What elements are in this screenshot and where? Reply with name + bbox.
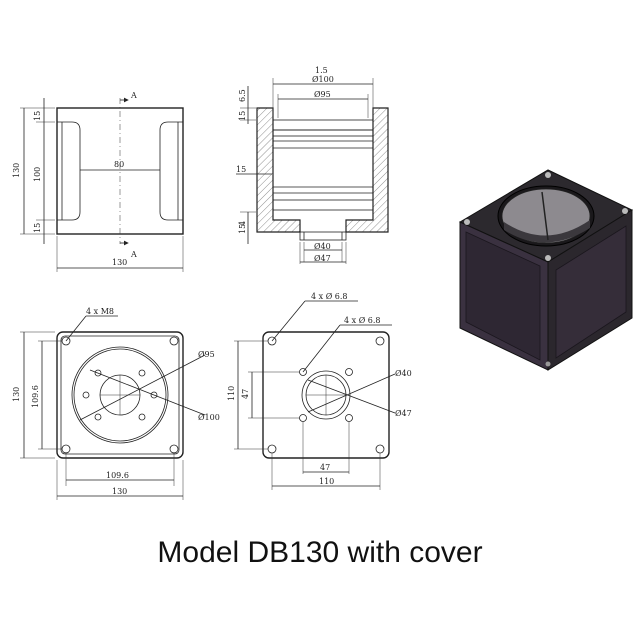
- dim-height-label: 130: [12, 163, 21, 178]
- section-right-wall: [345, 107, 389, 233]
- hole-icon: [138, 413, 146, 421]
- section-top-ring: [272, 129, 374, 137]
- hole-icon: [94, 413, 102, 421]
- dim-bv-d47-label: Ø47: [395, 409, 412, 418]
- dim-inner-label: 80: [114, 160, 124, 169]
- section-view: Ø100 Ø95 1.5 6.5 15 15 15 4 Ø40 Ø47: [236, 66, 389, 264]
- dim-d100-top-label: Ø100: [312, 75, 334, 84]
- m8-hole-icon: [61, 444, 71, 454]
- hole-icon: [299, 414, 307, 422]
- dim-bv-110-h-label: 110: [319, 477, 334, 486]
- top-view-inner-outline: [60, 335, 180, 455]
- holes-note-label: 4 x M8: [86, 307, 114, 316]
- dim-15-mid-label: 15: [236, 165, 246, 174]
- leader-outer-holes: [271, 300, 306, 342]
- box-screw-icon: [545, 255, 551, 261]
- hole-icon: [82, 391, 90, 399]
- leader-d40: [307, 373, 396, 413]
- front-right-panel: [159, 121, 183, 221]
- m8-hole-icon: [169, 336, 179, 346]
- box-screw-icon: [622, 208, 628, 214]
- dim-small-top-label: 1.5: [315, 66, 328, 75]
- box-opening-shadow: [504, 220, 590, 243]
- section-bottom-ring: [272, 199, 374, 211]
- dim-tv-pitch-h-label: 109.6: [106, 471, 129, 480]
- top-view-d95-circle: [73, 348, 167, 442]
- box-screw-icon: [545, 361, 551, 367]
- leader-d95: [79, 354, 206, 421]
- bottom-view-d47-circle: [301, 370, 351, 420]
- hole-icon: [345, 368, 353, 376]
- dim-d47-label: Ø47: [314, 254, 331, 263]
- hole-icon: [267, 444, 277, 454]
- dim-width-label: 130: [112, 258, 127, 267]
- m8-hole-icon: [169, 444, 179, 454]
- dim-4-label: 4: [238, 221, 247, 226]
- leader-d47: [307, 379, 396, 414]
- dim-tv-width-label: 130: [112, 487, 127, 496]
- box-3d-render: [458, 169, 634, 371]
- hole-icon: [345, 414, 353, 422]
- section-left-wall: [256, 107, 301, 233]
- dim-mid-label: 100: [33, 167, 42, 182]
- section-mark-bottom: A: [130, 250, 137, 259]
- box-screw-icon: [545, 172, 551, 178]
- bottom-view: 4 x Ø 6.8 4 x Ø 6.8 Ø40 Ø47 110 47 47 11…: [227, 292, 412, 490]
- hole-icon: [138, 369, 146, 377]
- dim-15-bot-label: 15: [238, 224, 247, 234]
- dim-d40-label: Ø40: [314, 242, 331, 251]
- dim-d100-label: Ø100: [198, 413, 220, 422]
- box-opening-rib: [541, 191, 549, 241]
- section-bottom-boss: [299, 231, 347, 241]
- box-right-panel: [555, 225, 627, 359]
- top-view-outline: [56, 331, 184, 459]
- top-view-d100-circle: [71, 346, 169, 444]
- dim-tv-height-label: 130: [12, 387, 21, 402]
- section-mark-top: A: [130, 91, 137, 100]
- dim-bottom-label: 15: [33, 223, 42, 233]
- caption: Model DB130 with cover: [157, 536, 483, 569]
- box-opening-inner: [501, 188, 591, 244]
- front-left-panel: [57, 121, 81, 221]
- dim-bv-47-v-label: 47: [241, 389, 250, 399]
- dim-bv-47-h-label: 47: [320, 463, 330, 472]
- section-top-flange: [272, 119, 374, 131]
- top-view: Ø95 Ø100 4 x M8 130 109.6 109.6 130: [12, 307, 220, 500]
- hole-icon: [150, 391, 158, 399]
- box-screw-icon: [464, 219, 470, 225]
- dim-tv-pitch-v-label: 109.6: [31, 385, 40, 408]
- dim-bv-110-v-label: 110: [227, 386, 236, 401]
- front-view: A A 80 130 130 100 15 15: [12, 91, 184, 272]
- holes-outer-label: 4 x Ø 6.8: [311, 292, 348, 301]
- bottom-view-outline: [262, 331, 390, 459]
- leader-inner-holes: [302, 324, 341, 373]
- box-left-panel: [465, 231, 541, 361]
- dim-bv-d40-label: Ø40: [395, 369, 412, 378]
- dim-cover-label: 6.5: [238, 89, 247, 102]
- dim-15-top-label: 15: [238, 111, 247, 121]
- hole-icon: [375, 444, 385, 454]
- hole-icon: [94, 369, 102, 377]
- holes-inner-label: 4 x Ø 6.8: [344, 316, 381, 325]
- leader-d100: [89, 369, 206, 416]
- dim-d95-top-label: Ø95: [314, 90, 331, 99]
- dim-d95-label: Ø95: [198, 350, 215, 359]
- leader-m8: [65, 315, 87, 342]
- hole-icon: [375, 336, 385, 346]
- dim-top-label: 15: [33, 111, 42, 121]
